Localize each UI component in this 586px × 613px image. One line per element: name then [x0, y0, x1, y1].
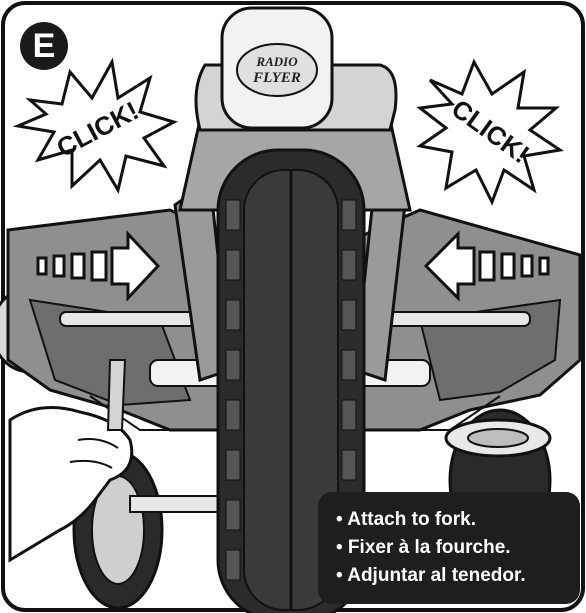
brand-line1: RADIO [255, 54, 298, 69]
brand-line2: FLYER [252, 70, 301, 86]
instruction-en: • Attach to fork. [336, 506, 580, 534]
instruction-fr: • Fixer à la fourche. [336, 534, 580, 562]
instruction-es: • Adjuntar al tenedor. [336, 562, 580, 590]
step-letter: E [33, 29, 56, 63]
step-badge: E [20, 22, 68, 70]
instruction-caption: • Attach to fork. • Fixer à la fourche. … [318, 492, 580, 604]
